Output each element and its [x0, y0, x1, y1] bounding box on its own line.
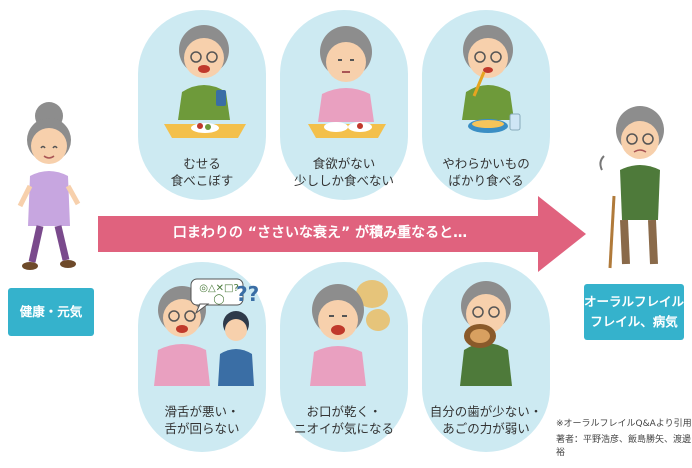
start-label: 健康・元気	[8, 288, 94, 336]
top-caption-2: 食欲がない少ししか食べない	[293, 156, 394, 188]
bottom-caption-3: 自分の歯が少ない・あごの力が弱い	[429, 404, 543, 436]
decline-arrow	[98, 196, 586, 272]
end-label: オーラルフレイルフレイル、病気	[584, 284, 684, 340]
top-caption-3: やわらかいものばかり食べる	[442, 156, 530, 188]
no-appetite-elder-illustration	[308, 26, 386, 138]
dry-mouth-illustration	[310, 280, 390, 386]
speech-glyphs: ◎△✕□?◯	[199, 283, 239, 305]
bottom-caption-1: 滑舌が悪い・舌が回らない	[164, 404, 240, 436]
choking-elder-illustration	[164, 25, 246, 138]
bottom-caption-2: お口が乾く・ニオイが気になる	[293, 404, 394, 436]
healthy-woman-illustration	[17, 102, 81, 270]
credit-authors: 著者：平野浩彦、飯島勝矢、渡邊裕	[556, 435, 692, 458]
few-teeth-illustration	[460, 281, 512, 386]
frail-man-illustration	[599, 106, 664, 269]
arrow-label: 口まわりの “ささいな衰え” が積み重なると…	[172, 225, 468, 241]
top-caption-1: むせる食べこぼす	[170, 156, 234, 188]
speech-bubble	[190, 278, 244, 314]
question-marks: ??	[236, 282, 260, 306]
credit-source: ※オーラルフレイルQ&Aより引用	[556, 419, 692, 429]
soft-food-elder-illustration	[462, 25, 521, 133]
